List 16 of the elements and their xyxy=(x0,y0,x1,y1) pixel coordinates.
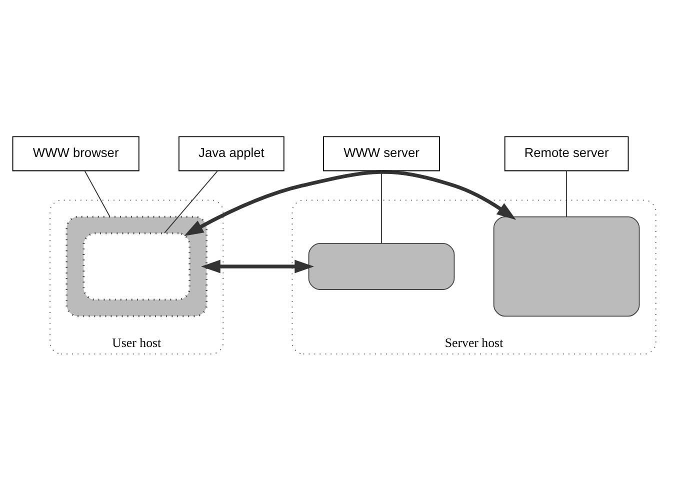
node-box: WWW browser xyxy=(12,136,140,171)
connector xyxy=(566,170,567,217)
connector xyxy=(381,170,382,244)
connector xyxy=(84,170,110,217)
node-box xyxy=(82,232,190,300)
cluster: User host xyxy=(50,199,224,354)
cluster xyxy=(66,215,208,317)
node-box: Java applet xyxy=(178,136,284,171)
connector xyxy=(164,170,218,233)
node-box xyxy=(493,216,640,316)
node-box xyxy=(308,242,455,290)
node-box: Remote server xyxy=(504,136,629,171)
node-box: WWW server xyxy=(323,136,440,171)
arrow xyxy=(201,259,314,273)
arrow xyxy=(184,170,516,236)
cluster: Server host xyxy=(292,199,656,354)
